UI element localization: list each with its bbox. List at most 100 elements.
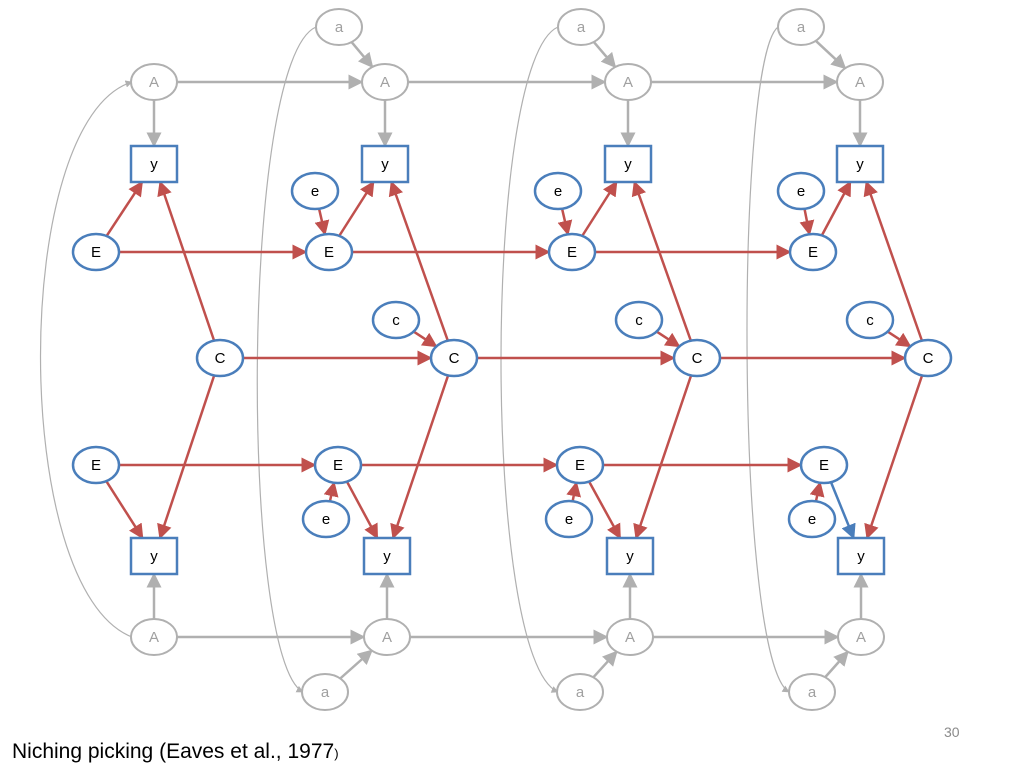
path-arrow-a4t-A4t: [814, 39, 847, 70]
node-label: E: [324, 244, 334, 261]
node-label: A: [623, 74, 633, 91]
node-e4b: e: [787, 499, 837, 539]
curve-a4t-to-a4b: [746, 26, 790, 693]
node-A1t: A: [130, 63, 178, 101]
node-c2: c: [371, 300, 421, 340]
node-c3: c: [614, 300, 664, 340]
path-arrow-C3-y3t: [631, 180, 693, 342]
node-label: A: [149, 629, 159, 646]
latent-ellipse: [371, 300, 421, 340]
node-a3b: a: [556, 673, 604, 711]
node-label: A: [380, 74, 390, 91]
node-label: c: [635, 312, 643, 329]
node-label: A: [625, 629, 635, 646]
path-arrow-C3-y3b: [633, 374, 693, 540]
path-arrow-e2t-E2t: [314, 208, 330, 236]
slide-caption: Niching picking (Eaves et al., 1977): [12, 740, 339, 764]
path-arrow-c4-C4: [886, 330, 912, 348]
node-E3t: E: [547, 232, 597, 272]
node-label: C: [923, 350, 934, 367]
path-arrow-e3t-E3t: [557, 208, 573, 236]
latent-ellipse: [788, 232, 838, 272]
latent-ellipse: [799, 445, 849, 485]
node-C3: C: [672, 338, 722, 378]
node-label: A: [382, 629, 392, 646]
latent-ellipse: [313, 445, 363, 485]
latent-ellipse: [557, 8, 605, 46]
node-C4: C: [903, 338, 953, 378]
latent-ellipse: [776, 171, 826, 211]
latent-ellipse: [130, 63, 178, 101]
path-arrow-C2-y2b: [390, 374, 450, 540]
node-label: A: [856, 629, 866, 646]
node-label: e: [322, 511, 330, 528]
node-label: y: [626, 548, 634, 565]
node-label: a: [808, 684, 817, 701]
path-arrow-E4t-y4t: [820, 180, 852, 236]
node-e2b: e: [301, 499, 351, 539]
path-arrow-C4-y4b: [864, 374, 924, 540]
node-y2t: y: [360, 144, 410, 184]
node-E1b: E: [71, 445, 121, 485]
node-label: y: [856, 156, 864, 173]
node-label: y: [150, 548, 158, 565]
node-label: e: [797, 183, 805, 200]
node-y1t: y: [129, 144, 179, 184]
node-a4b: a: [788, 673, 836, 711]
node-E4b: E: [799, 445, 849, 485]
node-label: C: [692, 350, 703, 367]
node-label: A: [149, 74, 159, 91]
path-arrow-a4b-A4b: [824, 650, 849, 679]
node-c4: c: [845, 300, 895, 340]
path-arrow-C1-y1t: [157, 180, 216, 342]
latent-ellipse: [361, 63, 409, 101]
node-E4t: E: [788, 232, 838, 272]
node-label: E: [91, 457, 101, 474]
node-label: e: [565, 511, 573, 528]
node-e3t: e: [533, 171, 583, 211]
latent-ellipse: [429, 338, 479, 378]
latent-ellipse: [845, 300, 895, 340]
path-arrow-E1b-y1b: [105, 480, 144, 540]
path-arrow-c2-C2: [412, 330, 438, 348]
latent-ellipse: [614, 300, 664, 340]
latent-ellipse: [363, 618, 411, 656]
node-e4t: e: [776, 171, 826, 211]
latent-ellipse: [315, 8, 363, 46]
path-arrow-C4-y4t: [863, 180, 924, 342]
latent-ellipse: [787, 499, 837, 539]
latent-ellipse: [604, 63, 652, 101]
latent-ellipse: [672, 338, 722, 378]
node-a2b: a: [301, 673, 349, 711]
latent-ellipse: [290, 171, 340, 211]
path-arrow-E2b-y2b: [345, 480, 379, 540]
page-number: 30: [944, 724, 960, 740]
latent-ellipse: [777, 8, 825, 46]
node-label: E: [567, 244, 577, 261]
latent-ellipse: [301, 499, 351, 539]
node-y3t: y: [603, 144, 653, 184]
node-label: E: [808, 244, 818, 261]
node-label: c: [392, 312, 400, 329]
node-E2t: E: [304, 232, 354, 272]
node-A3b: A: [606, 618, 654, 656]
latent-ellipse: [71, 232, 121, 272]
node-A3t: A: [604, 63, 652, 101]
observed-box: [129, 536, 179, 576]
path-arrow-e4b-E4b: [809, 481, 825, 502]
node-label: E: [819, 457, 829, 474]
node-e3b: e: [544, 499, 594, 539]
node-E2b: E: [313, 445, 363, 485]
node-label: E: [333, 457, 343, 474]
latent-ellipse: [533, 171, 583, 211]
node-C1: C: [195, 338, 245, 378]
observed-box: [360, 144, 410, 184]
latent-ellipse: [837, 618, 885, 656]
observed-box: [129, 144, 179, 184]
node-A2t: A: [361, 63, 409, 101]
node-y4t: y: [835, 144, 885, 184]
node-label: e: [311, 183, 319, 200]
node-y4b: y: [836, 536, 886, 576]
observed-box: [605, 536, 655, 576]
latent-ellipse: [130, 618, 178, 656]
